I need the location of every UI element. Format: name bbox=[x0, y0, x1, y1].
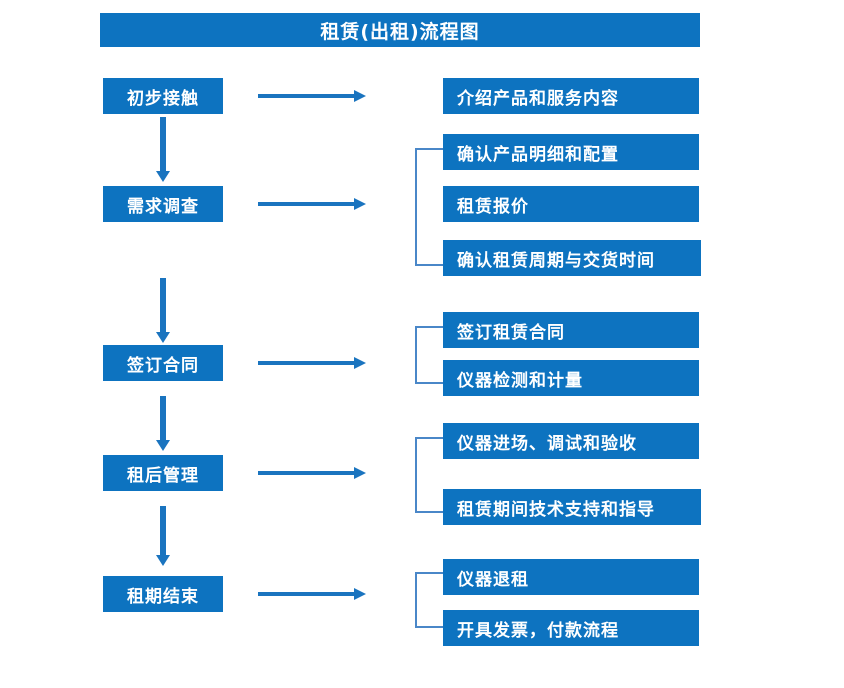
arrow-shaft bbox=[258, 94, 354, 98]
arrow-shaft bbox=[258, 471, 354, 475]
stage-arrow-2-icon bbox=[258, 198, 366, 210]
task-box-3-2[interactable]: 仪器检测和计量 bbox=[443, 360, 699, 396]
task-box-5-1[interactable]: 仪器退租 bbox=[443, 559, 699, 595]
stage-box-5[interactable]: 租期结束 bbox=[103, 576, 223, 612]
stage-box-4[interactable]: 租后管理 bbox=[103, 455, 223, 491]
task-box-3-1[interactable]: 签订租赁合同 bbox=[443, 312, 699, 348]
arrow-shaft bbox=[258, 202, 354, 206]
task-box-1-1[interactable]: 介绍产品和服务内容 bbox=[443, 78, 699, 114]
arrow-shaft bbox=[160, 117, 166, 171]
arrow-head bbox=[354, 467, 366, 479]
arrow-head bbox=[354, 357, 366, 369]
group-bracket-4 bbox=[415, 437, 443, 513]
stage-box-2[interactable]: 需求调查 bbox=[103, 186, 223, 222]
arrow-head bbox=[354, 90, 366, 102]
arrow-head bbox=[156, 171, 170, 182]
arrow-shaft bbox=[160, 278, 166, 332]
arrow-shaft bbox=[160, 396, 166, 440]
arrow-shaft bbox=[160, 506, 166, 555]
arrow-head bbox=[156, 440, 170, 451]
task-box-5-2[interactable]: 开具发票，付款流程 bbox=[443, 610, 699, 646]
task-box-4-2[interactable]: 租赁期间技术支持和指导 bbox=[443, 489, 701, 525]
arrow-head bbox=[354, 198, 366, 210]
task-box-4-1[interactable]: 仪器进场、调试和验收 bbox=[443, 423, 699, 459]
group-bracket-5 bbox=[415, 572, 443, 628]
stage-arrow-1-icon bbox=[258, 90, 366, 102]
diagram-title: 租赁(出租)流程图 bbox=[100, 13, 700, 47]
group-bracket-3 bbox=[415, 326, 443, 384]
group-bracket-2 bbox=[415, 148, 443, 266]
task-box-2-2[interactable]: 租赁报价 bbox=[443, 186, 699, 222]
stage-box-1[interactable]: 初步接触 bbox=[103, 78, 223, 114]
stage-arrow-3-icon bbox=[258, 357, 366, 369]
stage-arrow-4-icon bbox=[258, 467, 366, 479]
arrow-head bbox=[156, 332, 170, 343]
arrow-head bbox=[156, 555, 170, 566]
task-box-2-3[interactable]: 确认租赁周期与交货时间 bbox=[443, 240, 701, 276]
stage-arrow-5-icon bbox=[258, 588, 366, 600]
stage-connector-1-2-icon bbox=[156, 117, 170, 182]
arrow-head bbox=[354, 588, 366, 600]
stage-connector-2-3-icon bbox=[156, 278, 170, 343]
task-box-2-1[interactable]: 确认产品明细和配置 bbox=[443, 134, 699, 170]
stage-connector-3-4-icon bbox=[156, 396, 170, 451]
stage-connector-4-5-icon bbox=[156, 506, 170, 566]
stage-box-3[interactable]: 签订合同 bbox=[103, 345, 223, 381]
arrow-shaft bbox=[258, 361, 354, 365]
arrow-shaft bbox=[258, 592, 354, 596]
